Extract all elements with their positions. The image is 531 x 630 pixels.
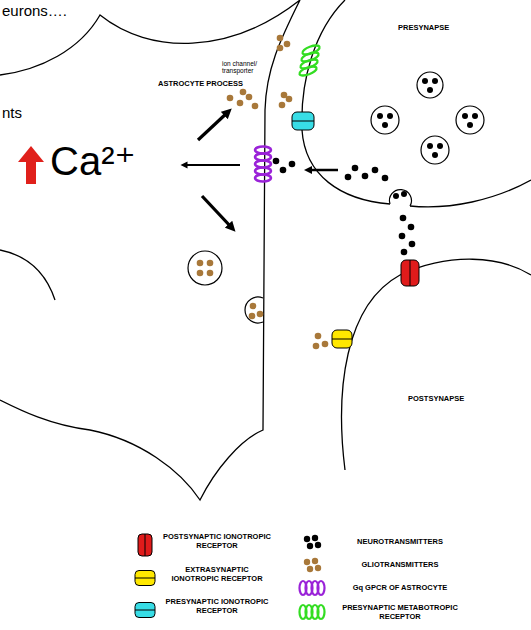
legend-text: PRESYNAPTIC METABOTROPIC RECEPTOR <box>335 604 465 621</box>
extrasynaptic-receptor <box>332 330 352 348</box>
presynapse-outline <box>302 0 531 207</box>
release-arrow <box>308 169 338 172</box>
legend-text: NEUROTRANSMITTERS <box>335 538 465 547</box>
label-box: POSTSYNAPSE <box>408 395 498 404</box>
astrocyte-gpcr <box>255 147 271 182</box>
diagram-label: eurons…. <box>2 2 122 19</box>
legend-sample <box>304 535 321 549</box>
diagram-label: nts <box>2 104 42 121</box>
label-box: Ca²⁺ <box>50 138 160 184</box>
presynaptic-ionotropic-receptor <box>292 112 314 130</box>
synaptic-vesicles <box>371 72 484 206</box>
legend-entry: NEUROTRANSMITTERS <box>335 538 465 547</box>
released-neurotransmitters <box>273 158 416 256</box>
legend-text: GLIOTRANSMITTERS <box>335 561 465 570</box>
legend-text: PRESYNAPTIC IONOTROPIC RECEPTOR <box>162 598 272 615</box>
ca-arrow-down <box>202 196 232 228</box>
postsynaptic-receptor <box>401 260 419 286</box>
legend-text: POSTSYNAPTIC IONOTROPIC RECEPTOR <box>162 533 272 550</box>
diagram-label: POSTSYNAPSE <box>408 395 498 404</box>
gliotransmitter-vesicles <box>188 251 263 323</box>
legend-entry: EXTRASYNAPTIC IONOTROPIC RECEPTOR <box>162 566 272 583</box>
legend-sample <box>300 581 325 595</box>
legend-sample <box>138 534 152 556</box>
legend-sample <box>135 571 155 586</box>
diagram-label: PRESYNAPSE <box>398 24 478 33</box>
astrocyte-notch <box>0 250 55 300</box>
label-box: PRESYNAPSE <box>398 24 478 33</box>
legend-text: EXTRASYNAPTIC IONOTROPIC RECEPTOR <box>162 566 272 583</box>
label-box: ASTROCYTE PROCESS <box>158 80 258 89</box>
increase-arrow <box>18 146 44 184</box>
ca-arrow-up <box>198 112 228 140</box>
legend-entry: PRESYNAPTIC IONOTROPIC RECEPTOR <box>162 598 272 615</box>
diagram-label: ion channel/ transporter <box>222 60 266 75</box>
legend-entry: GLIOTRANSMITTERS <box>335 561 465 570</box>
legend-entry: POSTSYNAPTIC IONOTROPIC RECEPTOR <box>162 533 272 550</box>
legend-entry: PRESYNAPTIC METABOTROPIC RECEPTOR <box>335 604 465 621</box>
diagram-label: ASTROCYTE PROCESS <box>158 80 258 89</box>
presynaptic-metabotropic-receptor <box>298 44 320 78</box>
legend-entry: Gq GPCR OF ASTROCYTE <box>335 584 465 593</box>
legend-text: Gq GPCR OF ASTROCYTE <box>335 584 465 593</box>
vesicle-neurotransmitters <box>377 78 478 199</box>
legend-sample <box>135 603 155 618</box>
label-box: nts <box>2 104 42 121</box>
label-box: ion channel/ transporter <box>222 60 266 75</box>
astrocyte-outline <box>0 0 300 500</box>
postsynapse-outline <box>342 259 531 470</box>
legend-sample <box>304 558 321 572</box>
legend-sample <box>300 605 325 619</box>
diagram-label: Ca²⁺ <box>50 138 160 184</box>
label-box: eurons…. <box>2 2 122 19</box>
ca-arrow-left <box>184 164 240 166</box>
